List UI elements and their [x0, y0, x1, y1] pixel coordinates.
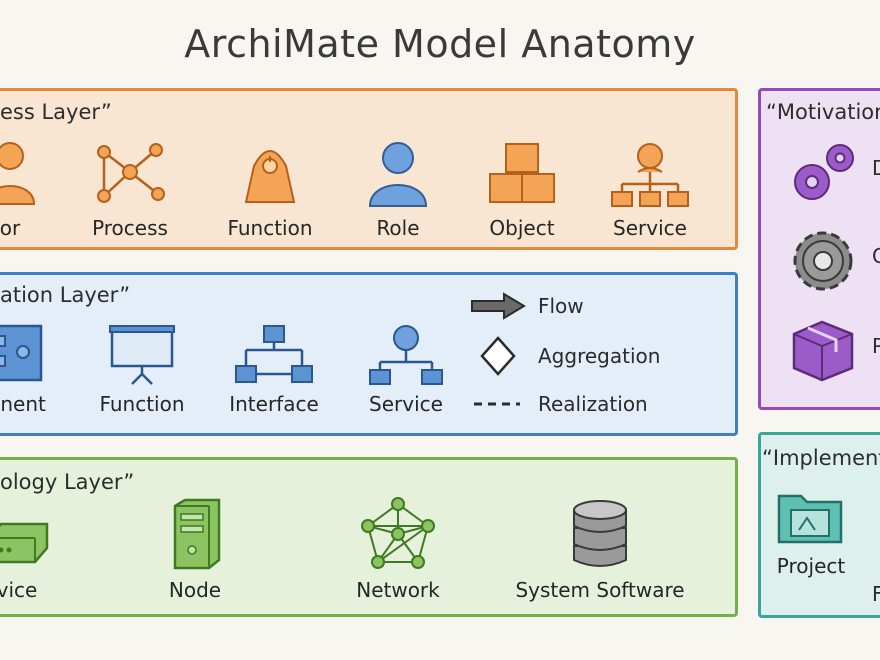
- technology-item-label: vice: [0, 578, 38, 602]
- application-item-label: onent: [0, 392, 46, 416]
- package-box-icon: [792, 320, 854, 382]
- business-role-item: Role: [358, 138, 438, 240]
- application-component-item: onent: [0, 322, 62, 416]
- technology-layer-label: ology Layer”: [0, 470, 135, 494]
- legend-flow: Flow: [470, 292, 584, 320]
- motivation-label: “Motivation: [766, 100, 880, 124]
- implementation-label: “Implementat: [762, 446, 880, 470]
- actor-icon: [0, 142, 36, 205]
- business-layer-label: ess Layer”: [0, 100, 112, 124]
- business-item-label: Service: [613, 216, 687, 240]
- dashed-line-icon: [474, 402, 520, 406]
- technology-node-item: Node: [150, 496, 240, 602]
- motivation-item-label: P: [872, 334, 880, 358]
- process-network-icon: [97, 143, 165, 203]
- motivation-goal-item: G: [788, 226, 880, 296]
- object-boxes-icon: [489, 143, 555, 203]
- technology-item-label: System Software: [515, 578, 685, 602]
- implementation-item-label: Project: [776, 554, 846, 578]
- gear-icon: [793, 231, 853, 291]
- service-tree-icon: [369, 325, 443, 385]
- presentation-board-icon: [109, 325, 175, 385]
- technology-device-item: vice: [0, 508, 62, 602]
- technology-item-label: Node: [168, 578, 222, 602]
- application-layer-label: ation Layer”: [0, 283, 131, 307]
- application-interface-item: Interface: [220, 322, 328, 416]
- business-service-item: Service: [600, 138, 700, 240]
- technology-item-label: Network: [356, 578, 440, 602]
- diagram-title: ArchiMate Model Anatomy: [184, 22, 696, 66]
- motivation-principle-item: P: [788, 316, 880, 384]
- network-mesh-icon: [361, 497, 435, 569]
- implementation-item-label-cropped: F: [872, 582, 880, 606]
- application-service-item: Service: [356, 322, 456, 416]
- legend-label: Aggregation: [538, 344, 661, 368]
- business-item-label: Process: [92, 216, 168, 240]
- application-item-label: Service: [369, 392, 443, 416]
- business-actor-item: or: [0, 138, 50, 240]
- technology-network-item: Network: [348, 496, 448, 602]
- business-item-label: Role: [376, 216, 420, 240]
- service-hierarchy-icon: [611, 143, 689, 207]
- device-icon: [0, 522, 49, 564]
- legend-label: Realization: [538, 392, 648, 416]
- application-item-label: Interface: [229, 392, 319, 416]
- legend-aggregation: Aggregation: [470, 336, 660, 376]
- business-object-item: Object: [480, 138, 564, 240]
- business-item-label: Object: [489, 216, 555, 240]
- application-function-item: Function: [92, 322, 192, 416]
- technology-system-software-item: System Software: [510, 496, 690, 602]
- business-function-item: Function: [220, 138, 320, 240]
- flow-arrow-icon: [471, 292, 526, 320]
- motivation-driver-item: D: [788, 138, 880, 210]
- implementation-project-item: Project: [772, 486, 850, 578]
- server-icon: [173, 498, 221, 570]
- motivation-item-label: G: [872, 244, 880, 268]
- motivation-item-label: D: [872, 156, 880, 180]
- application-layer-panel: [0, 272, 738, 436]
- legend-realization: Realization: [470, 392, 648, 416]
- business-process-item: Process: [85, 138, 175, 240]
- business-item-label: Function: [227, 216, 313, 240]
- database-icon: [573, 500, 627, 567]
- legend-label: Flow: [538, 294, 584, 318]
- component-icon: [0, 324, 43, 382]
- role-icon: [368, 142, 428, 207]
- function-icon: [244, 150, 296, 203]
- folder-icon: [777, 494, 843, 544]
- application-item-label: Function: [99, 392, 185, 416]
- interface-tree-icon: [235, 325, 313, 383]
- diamond-icon: [480, 336, 516, 376]
- business-item-label: or: [0, 216, 21, 240]
- gears-icon: [794, 144, 854, 200]
